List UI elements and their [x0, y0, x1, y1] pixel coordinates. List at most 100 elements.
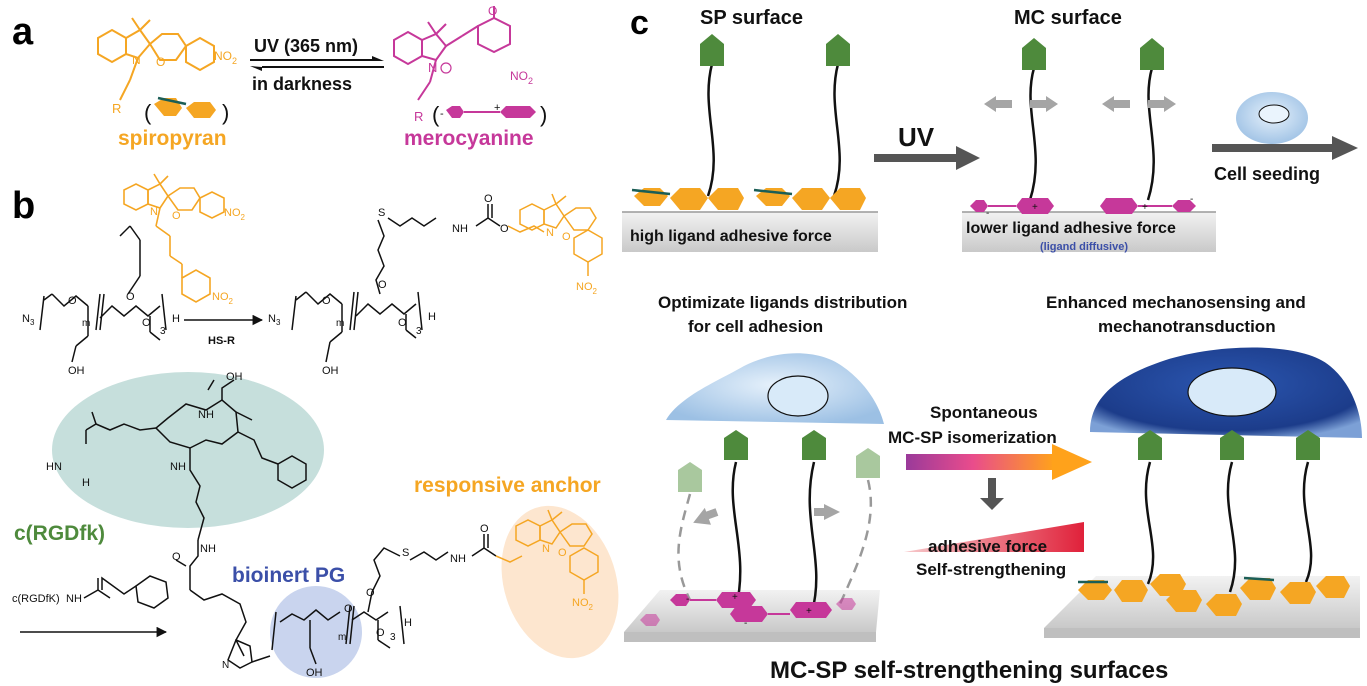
- opt-minus-2: -: [686, 594, 689, 605]
- mc-surface-title: MC surface: [1014, 7, 1122, 29]
- allyl-o-main: O: [68, 295, 77, 307]
- panel-b-letter: b: [12, 185, 35, 227]
- sp-substrate: [622, 212, 878, 252]
- product-n3: N3: [268, 313, 281, 327]
- spontaneous-line1: Spontaneous: [930, 403, 1038, 422]
- anchor-highlight: [501, 505, 619, 659]
- panel-c: c SP surface MC surface high ligand adhe…: [622, 4, 1362, 684]
- peptide-label: c(RGDfk): [14, 522, 105, 545]
- reversible-arrows: [250, 56, 384, 71]
- sp-carbonate-reagent: [123, 173, 225, 303]
- enhanced-line1: Enhanced mechanosensing and: [1046, 293, 1306, 312]
- linker-nh: NH: [200, 543, 216, 555]
- product-o-carbonyl: O: [484, 193, 493, 205]
- merocyanine-structure: [393, 6, 511, 101]
- panel-b: b N O NO2 NO2 N3 O: [12, 173, 619, 679]
- product-nh: NH: [452, 223, 468, 235]
- bioinert-highlight: [270, 586, 362, 678]
- mc-minus-2: -: [1190, 194, 1193, 205]
- bioinert-polymer-structure: [251, 534, 497, 665]
- bioinert-label: bioinert PG: [232, 564, 345, 587]
- svg-text:+: +: [494, 102, 500, 114]
- anchor-sp-no2: NO2: [572, 597, 594, 612]
- enhanced-line2: mechanotransduction: [1098, 317, 1276, 336]
- rgd-peptide-structure: [85, 379, 307, 541]
- product-m: m: [336, 318, 344, 329]
- bcn-reagent-structure: [83, 575, 169, 609]
- uv-label: UV: [898, 122, 935, 152]
- allyl-o-bottom: O: [142, 317, 151, 329]
- allyl-o-side: O: [126, 291, 135, 303]
- opt-minus-1: -: [744, 618, 747, 629]
- peptide-nh-1: NH: [170, 461, 186, 473]
- opt-plus-1: +: [732, 592, 738, 603]
- spiropyran-no2: NO2: [214, 49, 237, 66]
- cell-seeding-label: Cell seeding: [1214, 164, 1320, 184]
- product-sp-no2: NO2: [576, 281, 598, 296]
- peptide-nh-2: NH: [198, 409, 214, 421]
- mc-plus-1: +: [1032, 202, 1038, 213]
- allyl-m: m: [82, 318, 90, 329]
- panel-c-letter: c: [630, 4, 649, 42]
- bioinert-oh: OH: [306, 667, 323, 679]
- mc-surface-diagram: - + + -: [962, 38, 1216, 252]
- sp-polyglycerol-product: [291, 217, 437, 343]
- opt-plus-2: +: [806, 606, 812, 617]
- spiropyran-label: spiropyran: [118, 127, 227, 150]
- sp-surface-diagram: [622, 34, 878, 252]
- merocyanine-r-group: R: [414, 109, 423, 124]
- bioinert-nh: NH: [450, 553, 466, 565]
- svg-text:(: (: [144, 100, 152, 125]
- bcn-reagent-label: c(RGDfK): [12, 593, 60, 605]
- optimize-line1: Optimizate ligands distribution: [658, 293, 907, 312]
- spiropyran-structure: [97, 17, 215, 101]
- svg-text:(: (: [432, 102, 440, 127]
- bioinert-o-1: O: [344, 603, 353, 615]
- merocyanine-label: merocyanine: [404, 127, 534, 150]
- product-sp-o: O: [562, 231, 571, 243]
- sp-reagent-n: N: [150, 206, 158, 218]
- spiropyran-n-atom: N: [132, 53, 141, 67]
- uv-365-label: UV (365 nm): [254, 36, 358, 56]
- product-s: S: [378, 207, 385, 219]
- sp-reagent-no2: NO2: [224, 207, 246, 222]
- bioinert-h: H: [404, 617, 412, 629]
- darkness-label: in darkness: [252, 74, 352, 94]
- allyl-3: 3: [160, 326, 166, 337]
- sp-reagent-o: O: [172, 210, 181, 222]
- bioinert-o-3: O: [366, 587, 375, 599]
- mc-minus-1: -: [986, 208, 989, 219]
- adhesive-force-label: adhesive force: [928, 537, 1047, 556]
- product-3: 3: [416, 326, 422, 337]
- carbamate-linker: [475, 204, 501, 227]
- down-arrow: [980, 478, 1004, 510]
- spiropyran-r-group: R: [112, 101, 121, 116]
- product-h: H: [428, 311, 436, 323]
- optimizing-surface: + - + -: [624, 353, 884, 642]
- product-o-bottom: O: [398, 317, 407, 329]
- merocyanine-schematic: ( - + ): [432, 102, 547, 127]
- sp-surface-title: SP surface: [700, 7, 803, 29]
- carbamate-sp-end: [507, 193, 603, 276]
- optimizing-cell-nucleus: [767, 375, 829, 417]
- high-force-label: high ligand adhesive force: [630, 228, 832, 245]
- peptide-highlight: [52, 372, 324, 528]
- peptide-hn: HN: [46, 461, 62, 473]
- linker-o: O: [172, 551, 181, 563]
- self-strengthening-label: Self-strengthening: [916, 560, 1066, 579]
- cell-seeding-arrow: [1212, 136, 1358, 160]
- product-o-pg: O: [378, 279, 387, 291]
- strengthened-surface: [1044, 347, 1362, 638]
- hs-r-label: HS-R: [208, 335, 235, 347]
- merocyanine-o-minus: O: [488, 4, 497, 18]
- allyl-polyglycerol: [39, 225, 167, 347]
- spiropyran-schematic: ( ): [144, 96, 229, 125]
- responsive-anchor-label: responsive anchor: [414, 474, 601, 497]
- diffusion-arrows: [984, 96, 1176, 112]
- bottom-title: MC-SP self-strengthening surfaces: [770, 657, 1168, 684]
- bioinert-m: m: [338, 632, 346, 643]
- svg-text:): ): [222, 100, 229, 125]
- spontaneous-arrow: [906, 444, 1092, 480]
- peptide-linker: [175, 540, 253, 669]
